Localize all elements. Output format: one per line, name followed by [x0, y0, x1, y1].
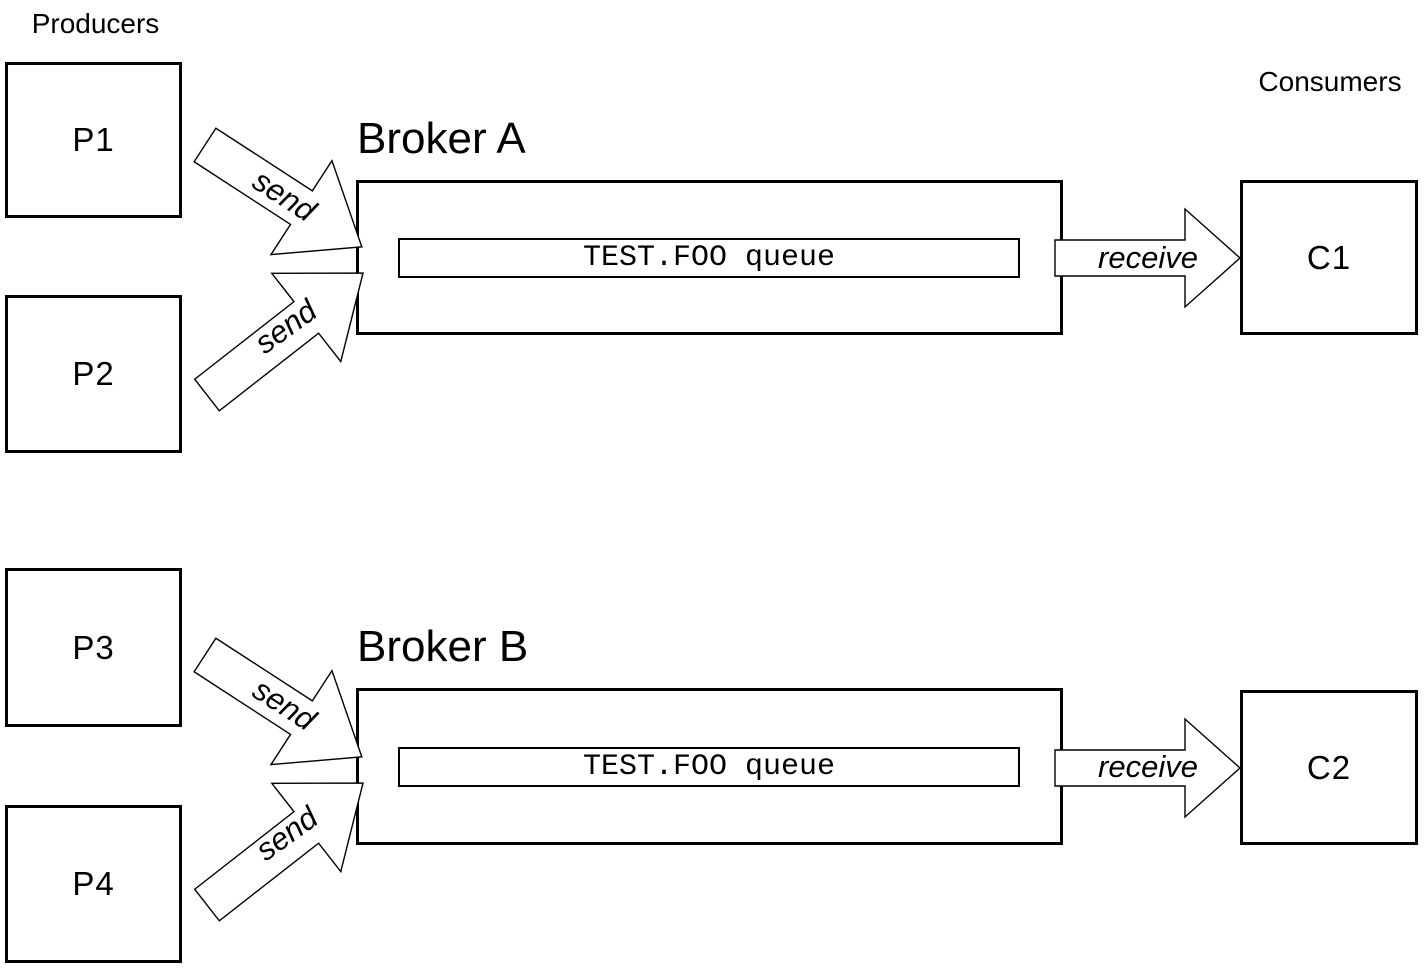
send-arrow-p4-to-broker-b [193, 782, 364, 922]
queue-box-broker-b: TEST.FOO queue [398, 747, 1020, 787]
producer-label-p1: P1 [72, 121, 115, 158]
consumer-box-c1: C1 [1240, 180, 1418, 335]
producer-label-p4: P4 [72, 865, 115, 902]
producers-title: Producers [31, 8, 160, 39]
consumer-box-c2: C2 [1240, 690, 1418, 845]
send-arrow-p1-to-broker-a [193, 127, 363, 256]
producer-box-p2: P2 [5, 295, 182, 453]
producer-label-p3: P3 [72, 628, 115, 666]
queue-label-broker-b: TEST.FOO queue [582, 750, 836, 784]
receive-label-c1: receive [1098, 240, 1198, 275]
consumer-label-c2: C2 [1306, 748, 1352, 786]
receive-arrow-broker-b-to-c2 [1054, 717, 1242, 819]
send-arrow-p2-to-broker-a [193, 272, 364, 412]
consumers-title: Consumers [1258, 66, 1402, 97]
producer-box-p3: P3 [5, 568, 182, 727]
broker-a-title: Broker A [357, 114, 526, 163]
producer-label-p2: P2 [72, 355, 115, 392]
receive-label-c2: receive [1098, 749, 1198, 784]
broker-b-title: Broker B [357, 622, 529, 671]
consumer-label-c1: C1 [1306, 238, 1352, 276]
send-arrow-p3-to-broker-b [193, 637, 363, 766]
queue-label-broker-a: TEST.FOO queue [582, 241, 836, 275]
producer-box-p1: P1 [5, 62, 182, 218]
queue-box-broker-a: TEST.FOO queue [398, 238, 1020, 278]
receive-arrow-broker-a-to-c1 [1054, 207, 1242, 309]
producer-box-p4: P4 [5, 805, 182, 963]
